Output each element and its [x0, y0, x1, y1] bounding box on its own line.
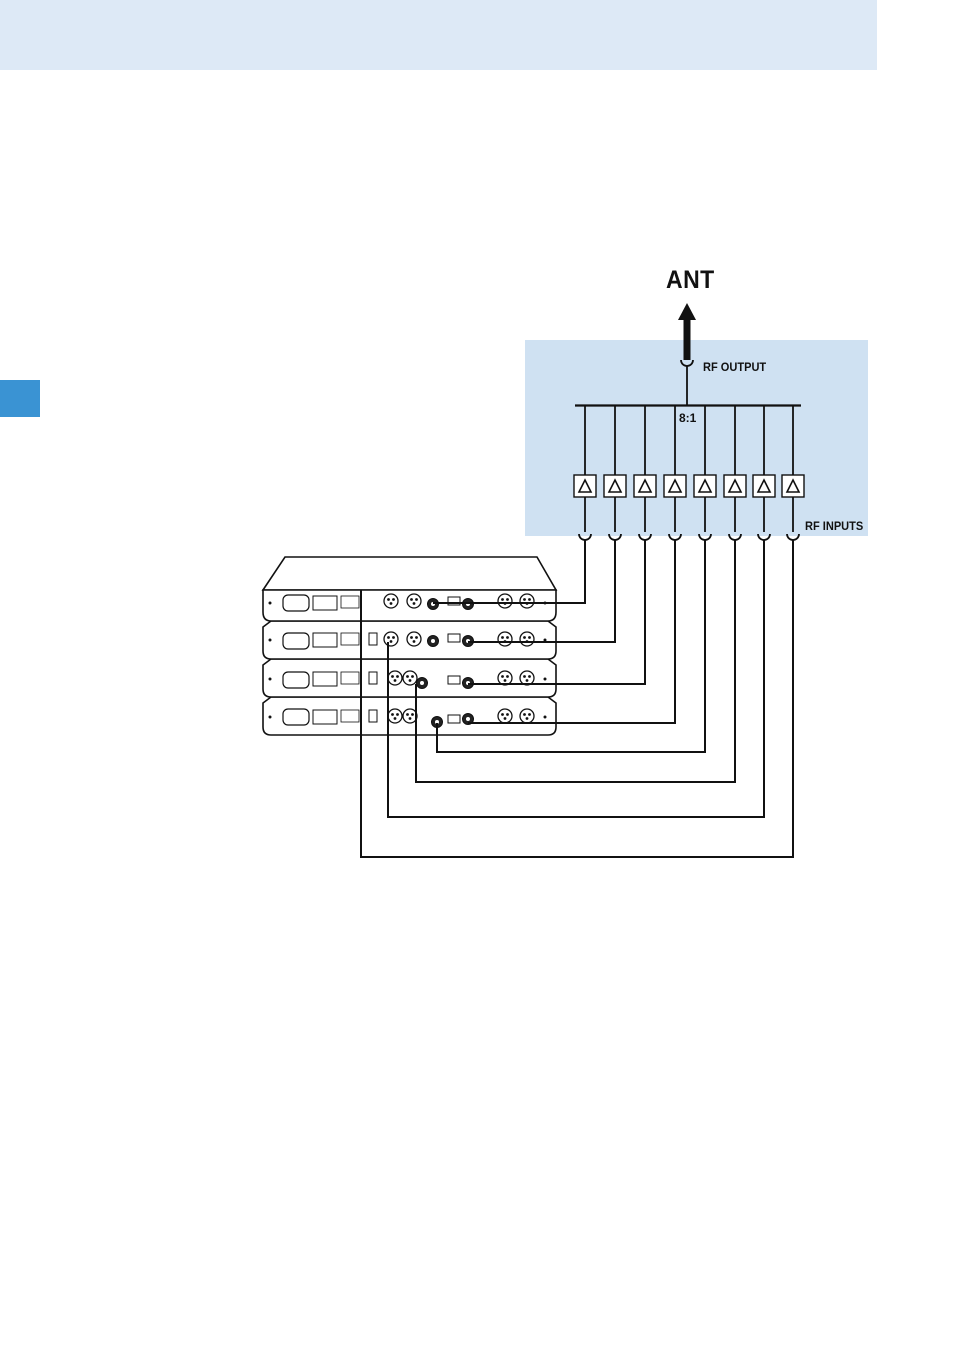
receiver-stack	[263, 557, 556, 735]
amplifier-3-icon	[634, 475, 656, 497]
combiner-ratio-label: 8:1	[679, 412, 696, 424]
rf-output-jack	[681, 360, 693, 405]
amplifier-4-icon	[664, 475, 686, 497]
amplifier-1-icon	[574, 475, 596, 497]
amplifier-7-icon	[753, 475, 775, 497]
amplifier-2-icon	[604, 475, 626, 497]
amplifier-5-icon	[694, 475, 716, 497]
rf-inputs-label: RF INPUTS	[805, 520, 863, 532]
rf-output-label: RF OUTPUT	[703, 361, 766, 373]
amplifier-6-icon	[724, 475, 746, 497]
antenna-label: ANT	[666, 268, 715, 293]
antenna-arrow	[678, 303, 696, 360]
amplifier-8-icon	[782, 475, 804, 497]
rf-input-jacks	[579, 534, 799, 540]
